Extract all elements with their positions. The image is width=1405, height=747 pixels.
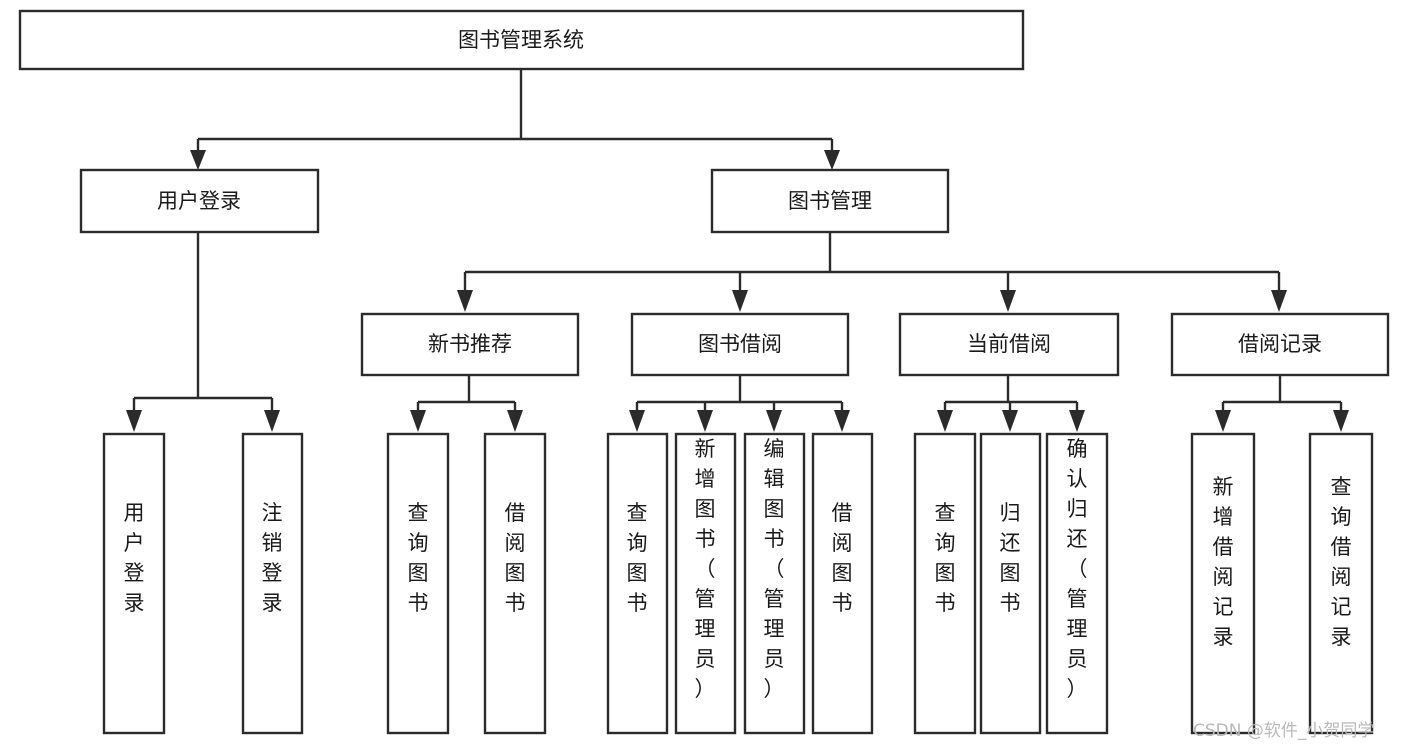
node-new-book-recommend-label: 新书推荐 — [428, 332, 512, 356]
leaf-confirm-return[interactable]: 确认归还（管理员） — [1045, 432, 1109, 735]
node-book-management-box[interactable] — [710, 168, 950, 234]
node-borrow-record-label: 借阅记录 — [1238, 332, 1322, 356]
leaf-user-login-box[interactable] — [102, 432, 166, 735]
arrow-to-book-borrow — [732, 290, 748, 312]
leaf-logout-box[interactable] — [241, 432, 304, 735]
arrow-to-leaf-logout — [264, 410, 280, 432]
leaf-query-record[interactable]: 查询借阅记录 — [1308, 432, 1374, 735]
leaf-borrow-book-1-label: 借阅图书 — [505, 501, 526, 615]
leaf-edit-book-box[interactable] — [743, 432, 806, 735]
node-book-management[interactable]: 图书管理 — [710, 168, 950, 234]
node-borrow-record[interactable]: 借阅记录 — [1170, 312, 1390, 377]
node-current-borrow-box[interactable] — [898, 312, 1120, 377]
leaf-confirm-return-box[interactable] — [1045, 432, 1109, 735]
leaf-return-book-label: 归还图书 — [1000, 501, 1021, 615]
connector-current-borrow-bus — [943, 375, 1079, 415]
node-user-login[interactable]: 用户登录 — [79, 168, 320, 234]
leaf-logout[interactable]: 注销登录 — [241, 432, 304, 735]
node-current-borrow[interactable]: 当前借阅 — [898, 312, 1120, 377]
arrow-to-user-login — [190, 150, 206, 170]
leaf-borrow-book-2-box[interactable] — [811, 432, 874, 735]
leaf-add-book-label: 新增图书（管理员） — [695, 437, 716, 701]
csdn-watermark: CSDN @软件_小贺同学 — [1193, 721, 1374, 741]
leaf-borrow-book-1[interactable]: 借阅图书 — [483, 432, 547, 735]
leaf-user-login[interactable]: 用户登录 — [102, 432, 166, 735]
leaf-confirm-return-label: 确认归还（管理员） — [1067, 437, 1088, 701]
connector-user-login-bus — [132, 232, 274, 415]
node-user-login-label: 用户登录 — [157, 189, 241, 213]
node-book-borrow[interactable]: 图书借阅 — [630, 312, 850, 377]
arrow-to-new-book-rec — [457, 290, 473, 312]
leaf-query-book-1-label: 查询图书 — [408, 501, 429, 615]
connector-root-bus — [196, 69, 834, 158]
leaf-return-book[interactable]: 归还图书 — [979, 432, 1042, 735]
leaf-edit-book[interactable]: 编辑图书（管理员） — [743, 432, 806, 735]
arrow-to-leaf-user-login — [126, 410, 142, 432]
connector-book-borrow-bus — [635, 375, 844, 415]
node-new-book-recommend-box[interactable] — [360, 312, 580, 377]
arrow-to-leaf-query-record — [1333, 410, 1349, 432]
arrow-to-leaf-edit-book — [766, 410, 782, 432]
node-root-label: 图书管理系统 — [458, 28, 584, 52]
arrow-to-leaf-query-book-1 — [410, 410, 426, 432]
node-book-borrow-box[interactable] — [630, 312, 850, 377]
node-root[interactable]: 图书管理系统 — [18, 9, 1025, 71]
arrow-to-leaf-borrow-book-2 — [834, 410, 850, 432]
arrow-to-current-borrow — [1000, 290, 1016, 312]
leaf-borrow-book-1-box[interactable] — [483, 432, 547, 735]
leaf-add-book[interactable]: 新增图书（管理员） — [674, 432, 737, 735]
connector-layer — [126, 69, 1349, 432]
leaf-add-record-label: 新增借阅记录 — [1213, 475, 1234, 649]
arrow-to-leaf-add-record — [1215, 410, 1231, 432]
leaf-borrow-book-2[interactable]: 借阅图书 — [811, 432, 874, 735]
node-book-management-label: 图书管理 — [788, 189, 872, 213]
leaf-add-book-box[interactable] — [674, 432, 737, 735]
arrow-to-book-mgmt — [824, 150, 840, 170]
leaf-query-book-2[interactable]: 查询图书 — [606, 432, 669, 735]
node-new-book-recommend[interactable]: 新书推荐 — [360, 312, 580, 377]
leaf-query-book-3-label: 查询图书 — [935, 501, 956, 615]
node-borrow-record-box[interactable] — [1170, 312, 1390, 377]
arrow-to-leaf-borrow-book-1 — [507, 410, 523, 432]
leaf-query-book-2-label: 查询图书 — [627, 501, 648, 615]
arrow-to-leaf-query-book-3 — [937, 410, 953, 432]
leaf-logout-label: 注销登录 — [262, 501, 283, 615]
node-book-borrow-label: 图书借阅 — [698, 332, 782, 356]
arrow-to-leaf-confirm-return — [1069, 410, 1085, 432]
node-current-borrow-label: 当前借阅 — [967, 332, 1051, 356]
leaf-add-record[interactable]: 新增借阅记录 — [1190, 432, 1256, 735]
leaf-borrow-book-2-label: 借阅图书 — [832, 501, 853, 615]
connector-new-book-rec-bus — [416, 375, 517, 415]
arrow-to-leaf-add-book — [697, 410, 713, 432]
node-user-login-box[interactable] — [79, 168, 320, 234]
leaf-edit-book-label: 编辑图书（管理员） — [764, 437, 785, 701]
connector-book-mgmt-bus — [463, 232, 1281, 290]
leaf-query-book-3-box[interactable] — [913, 432, 977, 735]
leaf-query-book-3[interactable]: 查询图书 — [913, 432, 977, 735]
leaf-query-record-label: 查询借阅记录 — [1331, 475, 1352, 649]
leaf-query-book-2-box[interactable] — [606, 432, 669, 735]
arrow-to-leaf-query-book-2 — [629, 410, 645, 432]
leaf-query-book-1[interactable]: 查询图书 — [386, 432, 450, 735]
connector-borrow-record-bus — [1221, 375, 1343, 415]
leaf-query-book-1-box[interactable] — [386, 432, 450, 735]
arrow-to-leaf-return-book — [1002, 410, 1018, 432]
leaf-add-record-box[interactable] — [1190, 432, 1256, 735]
leaf-user-login-label: 用户登录 — [124, 501, 145, 615]
node-root-box[interactable] — [18, 9, 1025, 71]
leaf-query-record-box[interactable] — [1308, 432, 1374, 735]
leaf-return-book-box[interactable] — [979, 432, 1042, 735]
arrow-to-borrow-record — [1271, 290, 1287, 312]
